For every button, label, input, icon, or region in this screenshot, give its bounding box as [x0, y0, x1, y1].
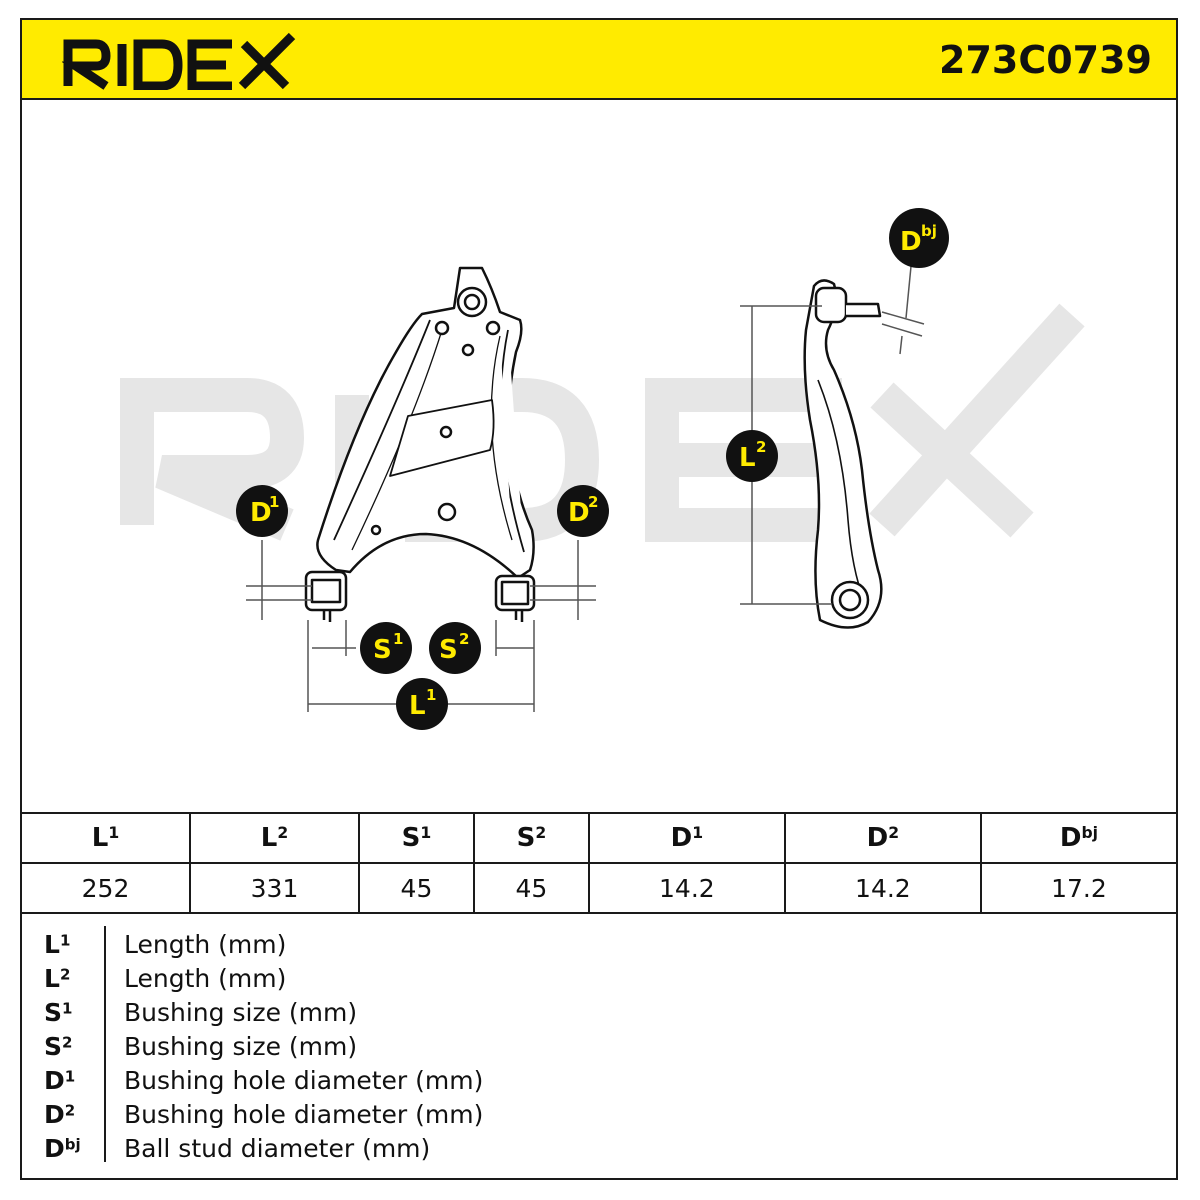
svg-text:L: L	[739, 443, 756, 473]
value-d2: 14.2	[783, 862, 982, 914]
badge-d1: D 1	[236, 485, 288, 537]
svg-text:1: 1	[269, 493, 279, 511]
badge-dbj: D bj	[889, 208, 949, 268]
svg-text:S: S	[439, 635, 458, 665]
header-d1: D1	[587, 812, 786, 864]
specs-value-row: 252 331 45 45 14.2 14.2 17.2	[20, 862, 1179, 914]
badge-d2: D 2	[557, 485, 609, 537]
legend-item: L2 Length (mm)	[20, 964, 1178, 998]
legend-item: S1 Bushing size (mm)	[20, 998, 1178, 1032]
svg-text:2: 2	[756, 438, 766, 456]
legend-item: L1 Length (mm)	[20, 930, 1178, 964]
badge-l2: L 2	[726, 430, 778, 482]
legend-text: Ball stud diameter (mm)	[124, 1134, 431, 1163]
legend-text: Bushing size (mm)	[124, 998, 358, 1027]
value-s2: 45	[472, 862, 590, 914]
value-d1: 14.2	[587, 862, 786, 914]
specs-header-row: L1 L2 S1 S2 D1 D2 Dbj	[20, 812, 1179, 864]
legend-item: D2 Bushing hole diameter (mm)	[20, 1100, 1178, 1134]
legend-text: Bushing size (mm)	[124, 1032, 358, 1061]
legend-text: Bushing hole diameter (mm)	[124, 1100, 484, 1129]
svg-text:D: D	[900, 227, 922, 257]
svg-text:2: 2	[588, 493, 598, 511]
value-s1: 45	[358, 862, 475, 914]
svg-text:1: 1	[393, 630, 403, 648]
legend-key: S1	[44, 998, 73, 1027]
legend-key: D1	[44, 1066, 76, 1095]
control-arm-front-view	[304, 266, 536, 622]
legend-key: S2	[44, 1032, 73, 1061]
svg-text:bj: bj	[921, 222, 937, 240]
technical-diagram: D 1 D 2 S 1 S 2 L 1 L 2 D bj	[120, 208, 1085, 730]
legend-key: L1	[44, 930, 71, 959]
legend-text: Length (mm)	[124, 964, 287, 993]
value-l2: 331	[189, 862, 360, 914]
legend-key: D2	[44, 1100, 76, 1129]
legend-item: Dbj Ball stud diameter (mm)	[20, 1134, 1178, 1168]
legend-item: S2 Bushing size (mm)	[20, 1032, 1178, 1066]
header-l1: L1	[20, 812, 191, 864]
svg-text:S: S	[373, 635, 392, 665]
badge-s2: S 2	[429, 622, 481, 674]
legend-key: Dbj	[44, 1134, 81, 1163]
control-arm-side-view	[803, 279, 883, 629]
legend-text: Length (mm)	[124, 930, 287, 959]
header-l2: L2	[189, 812, 360, 864]
legend-text: Bushing hole diameter (mm)	[124, 1066, 484, 1095]
legend: L1 Length (mm) L2 Length (mm) S1 Bushing…	[20, 912, 1178, 1180]
svg-text:1: 1	[426, 686, 436, 704]
value-dbj: 17.2	[979, 862, 1179, 914]
part-number: 273C0739	[939, 38, 1152, 82]
specs-table: L1 L2 S1 S2 D1 D2 Dbj 252 331 45 45 14.2…	[20, 812, 1179, 914]
legend-key: L2	[44, 964, 71, 993]
header-dbj: Dbj	[979, 812, 1179, 864]
badge-l1: L 1	[396, 678, 448, 730]
svg-text:2: 2	[459, 630, 469, 648]
header-d2: D2	[783, 812, 982, 864]
legend-divider	[104, 926, 106, 1162]
svg-text:D: D	[568, 498, 590, 528]
header-bar: 273C0739	[20, 18, 1178, 100]
svg-text:L: L	[409, 691, 426, 721]
header-s2: S2	[472, 812, 590, 864]
ridex-logo	[62, 32, 296, 90]
badge-s1: S 1	[360, 622, 412, 674]
header-s1: S1	[358, 812, 475, 864]
legend-item: D1 Bushing hole diameter (mm)	[20, 1066, 1178, 1100]
value-l1: 252	[20, 862, 191, 914]
svg-text:D: D	[250, 498, 272, 528]
